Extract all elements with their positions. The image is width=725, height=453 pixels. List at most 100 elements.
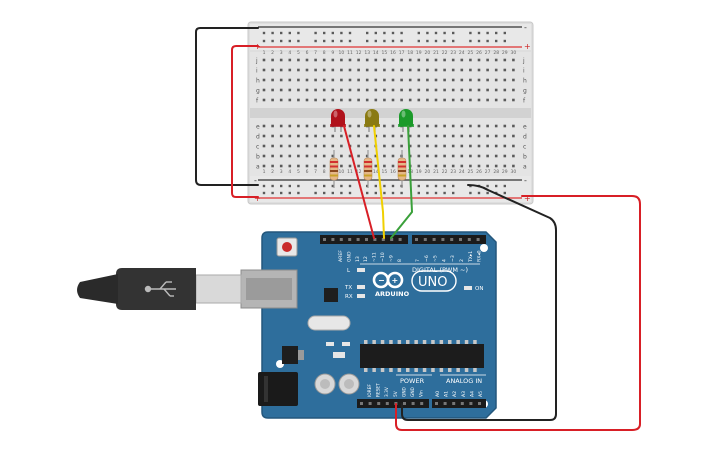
red-wire-left[interactable] <box>231 45 259 198</box>
resistor[interactable] <box>329 150 339 188</box>
digital-pin-label: ~9 <box>388 255 394 262</box>
breadboard-hole <box>486 144 489 148</box>
usb-cable[interactable] <box>77 268 298 310</box>
header-pin[interactable] <box>476 238 480 241</box>
header-pin[interactable] <box>348 238 352 241</box>
header-pin[interactable] <box>331 238 335 241</box>
header-pin[interactable] <box>323 238 326 241</box>
column-number: 4 <box>288 169 291 175</box>
header-pin[interactable] <box>403 402 406 405</box>
breadboard-hole <box>503 58 507 62</box>
header-pin[interactable] <box>459 238 462 241</box>
header-pin[interactable] <box>385 402 389 405</box>
chip-pin <box>422 368 427 372</box>
header-pin[interactable] <box>452 402 456 405</box>
chip-pin <box>464 368 469 372</box>
rail-hole <box>443 191 446 195</box>
bottom-header-pins <box>360 402 481 405</box>
header-pin[interactable] <box>478 402 481 405</box>
breadboard-hole <box>322 78 326 82</box>
header-pin[interactable] <box>339 238 343 241</box>
breadboard-hole <box>503 78 507 82</box>
rail-hole <box>340 31 343 35</box>
breadboard-hole <box>512 164 515 168</box>
analog-pin-label: A4 <box>469 391 475 397</box>
rail-hole <box>477 39 481 43</box>
resistor[interactable] <box>363 150 373 188</box>
breadboard-hole <box>322 58 326 62</box>
breadboard-hole <box>262 164 266 168</box>
yellow-led[interactable] <box>364 109 380 132</box>
column-number: 7 <box>314 169 317 175</box>
rail-hole <box>366 184 369 188</box>
breadboard-hole <box>357 144 360 148</box>
breadboard-hole <box>383 124 386 128</box>
column-number: 21 <box>433 50 439 56</box>
breadboard-hole <box>408 68 412 72</box>
header-pin[interactable] <box>398 238 402 241</box>
breadboard-hole <box>503 124 507 128</box>
row-letter: f <box>523 98 526 105</box>
header-pin[interactable] <box>411 402 415 405</box>
header-pin[interactable] <box>415 238 418 241</box>
breadboard-hole <box>305 58 309 62</box>
header-pin[interactable] <box>450 238 454 241</box>
terminal-holes <box>262 58 515 168</box>
reset-button-cap[interactable] <box>282 242 292 252</box>
header-pin[interactable] <box>365 238 368 241</box>
row-letter: a <box>523 164 527 171</box>
header-pin[interactable] <box>435 402 438 405</box>
breadboard-hole <box>374 58 378 62</box>
header-pin[interactable] <box>360 402 363 405</box>
breadboard-hole <box>340 144 343 148</box>
header-pin[interactable] <box>423 238 427 241</box>
header-pin[interactable] <box>432 238 436 241</box>
header-pin[interactable] <box>469 402 473 405</box>
breadboard-hole <box>331 154 335 158</box>
breadboard-hole <box>426 98 429 102</box>
rail-hole <box>503 39 506 43</box>
header-pin[interactable] <box>441 238 445 241</box>
green-led-signal-wire[interactable] <box>390 125 413 239</box>
breadboard-hole <box>434 88 438 92</box>
header-pin[interactable] <box>467 238 471 241</box>
breadboard-hole <box>348 58 352 62</box>
breadboard-hole <box>512 68 515 72</box>
header-pin[interactable] <box>381 238 385 241</box>
breadboard-hole <box>408 144 412 148</box>
header-pin[interactable] <box>460 402 464 405</box>
header-pin[interactable] <box>390 238 394 241</box>
breadboard-hole <box>503 134 507 138</box>
digital-pin-label: TX▸1 <box>468 251 474 263</box>
breadboard-hole <box>271 144 274 148</box>
resistor[interactable] <box>397 150 407 188</box>
red-led-signal-wire[interactable] <box>343 125 375 239</box>
breadboard-hole <box>314 88 317 92</box>
breadboard-hole <box>305 154 309 158</box>
header-pin[interactable] <box>420 402 424 405</box>
header-pin[interactable] <box>356 238 360 241</box>
header-pin[interactable] <box>443 402 447 405</box>
breadboard-hole <box>486 98 489 102</box>
red-led[interactable] <box>330 109 346 132</box>
smd-component <box>342 342 350 346</box>
black-wire-left[interactable] <box>195 27 259 186</box>
column-number: 2 <box>271 50 274 56</box>
breadboard-hole <box>417 144 421 148</box>
yellow-led-signal-wire[interactable] <box>373 125 385 239</box>
header-pin[interactable] <box>377 402 381 405</box>
rail-hole <box>288 191 291 195</box>
breadboard-hole <box>400 88 403 92</box>
rail-hole <box>452 184 455 188</box>
header-pin[interactable] <box>368 402 372 405</box>
black-wire-gnd[interactable] <box>401 184 557 421</box>
red-wire-5v[interactable] <box>395 195 641 431</box>
breadboard-hole <box>288 68 292 72</box>
rail-hole <box>348 39 352 43</box>
breadboard-hole <box>348 78 352 82</box>
breadboard-hole <box>503 144 507 148</box>
column-number: 25 <box>468 50 474 56</box>
header-pin[interactable] <box>373 238 377 241</box>
breadboard-hole <box>494 144 498 148</box>
